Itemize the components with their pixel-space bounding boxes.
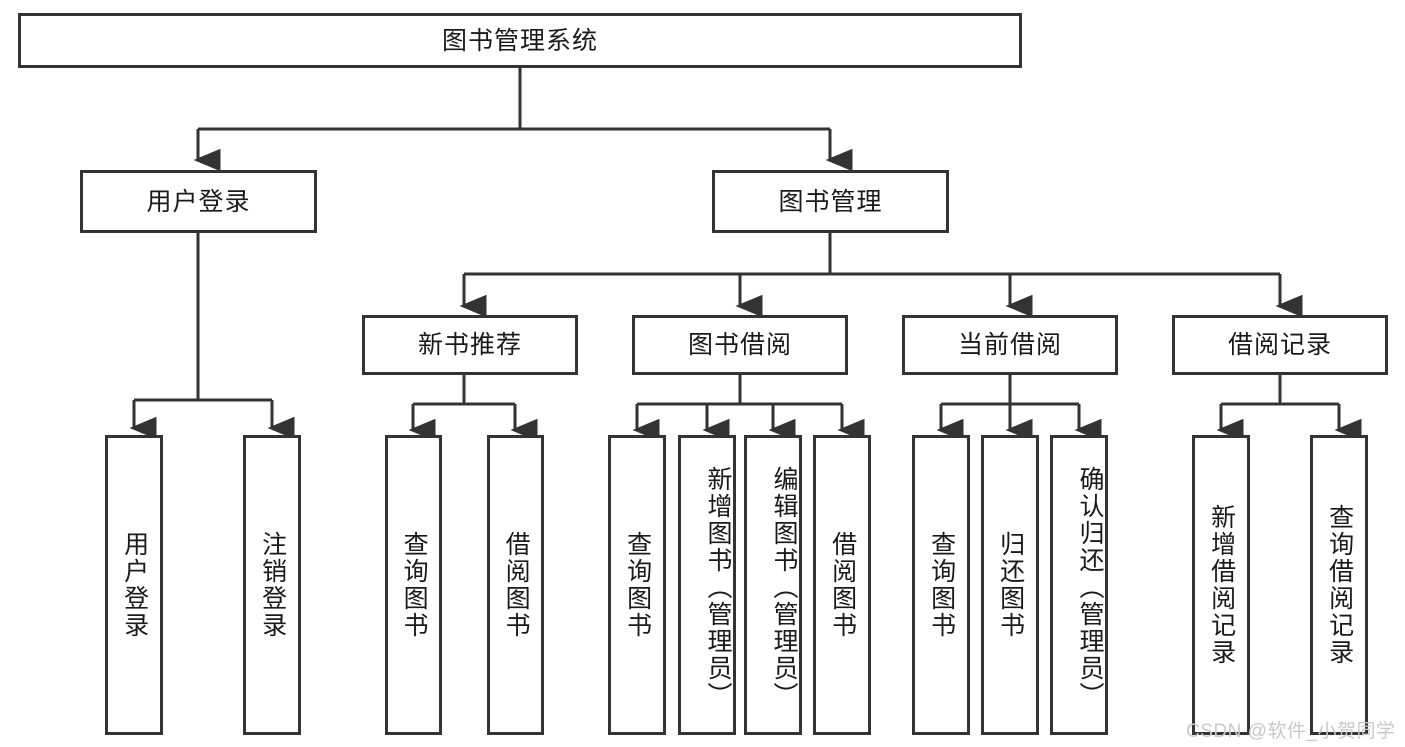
node-leaf-user-login[interactable]: 用户登录 [105, 435, 163, 735]
node-label: 用户登录 [146, 187, 251, 216]
node-label: 当前借阅 [957, 331, 1062, 359]
node-leaf-return-book[interactable]: 归还图书 [981, 435, 1039, 735]
node-leaf-query-record[interactable]: 查询借阅记录 [1310, 435, 1368, 735]
node-label: 图书管理系统 [441, 26, 598, 55]
node-label: 查询图书 [623, 531, 652, 639]
node-leaf-edit-book[interactable]: 编辑图书（管理员） [744, 435, 802, 735]
node-label: 借阅图书 [828, 531, 857, 639]
node-leaf-add-book[interactable]: 新增图书（管理员） [678, 435, 736, 735]
node-borrow-record[interactable]: 借阅记录 [1172, 315, 1388, 375]
csdn-watermark: CSDN @软件_小贺同学 [1186, 721, 1396, 742]
node-new-book-recommend[interactable]: 新书推荐 [362, 315, 578, 375]
node-label: 用户登录 [120, 531, 149, 639]
node-leaf-query-book-3[interactable]: 查询图书 [912, 435, 970, 735]
node-leaf-confirm-return[interactable]: 确认归还（管理员） [1050, 435, 1108, 735]
node-leaf-add-record[interactable]: 新增借阅记录 [1192, 435, 1250, 735]
node-book-borrow[interactable]: 图书借阅 [632, 315, 848, 375]
node-label: 查询图书 [400, 531, 429, 639]
node-label: 新书推荐 [417, 331, 522, 359]
node-user-login[interactable]: 用户登录 [80, 170, 317, 233]
node-label: 新增借阅记录 [1207, 504, 1236, 666]
node-label: 新增图书（管理员） [704, 465, 732, 709]
node-label: 编辑图书（管理员） [770, 465, 798, 709]
node-leaf-borrow-book-1[interactable]: 借阅图书 [487, 435, 544, 735]
node-label: 查询借阅记录 [1325, 504, 1354, 666]
node-current-borrow[interactable]: 当前借阅 [902, 315, 1118, 375]
node-leaf-borrow-book-2[interactable]: 借阅图书 [813, 435, 871, 735]
node-leaf-user-logout[interactable]: 注销登录 [243, 435, 301, 735]
node-leaf-query-book-1[interactable]: 查询图书 [385, 435, 442, 735]
node-label: 图书借阅 [687, 331, 792, 359]
node-label: 图书管理 [778, 187, 883, 216]
node-root-system[interactable]: 图书管理系统 [18, 13, 1022, 68]
node-label: 确认归还（管理员） [1076, 465, 1104, 709]
node-label: 借阅记录 [1227, 331, 1332, 359]
node-leaf-query-book-2[interactable]: 查询图书 [608, 435, 666, 735]
node-label: 注销登录 [258, 531, 287, 639]
node-label: 查询图书 [927, 531, 956, 639]
node-book-manage[interactable]: 图书管理 [712, 170, 949, 233]
node-label: 归还图书 [996, 531, 1025, 639]
node-label: 借阅图书 [502, 531, 531, 639]
